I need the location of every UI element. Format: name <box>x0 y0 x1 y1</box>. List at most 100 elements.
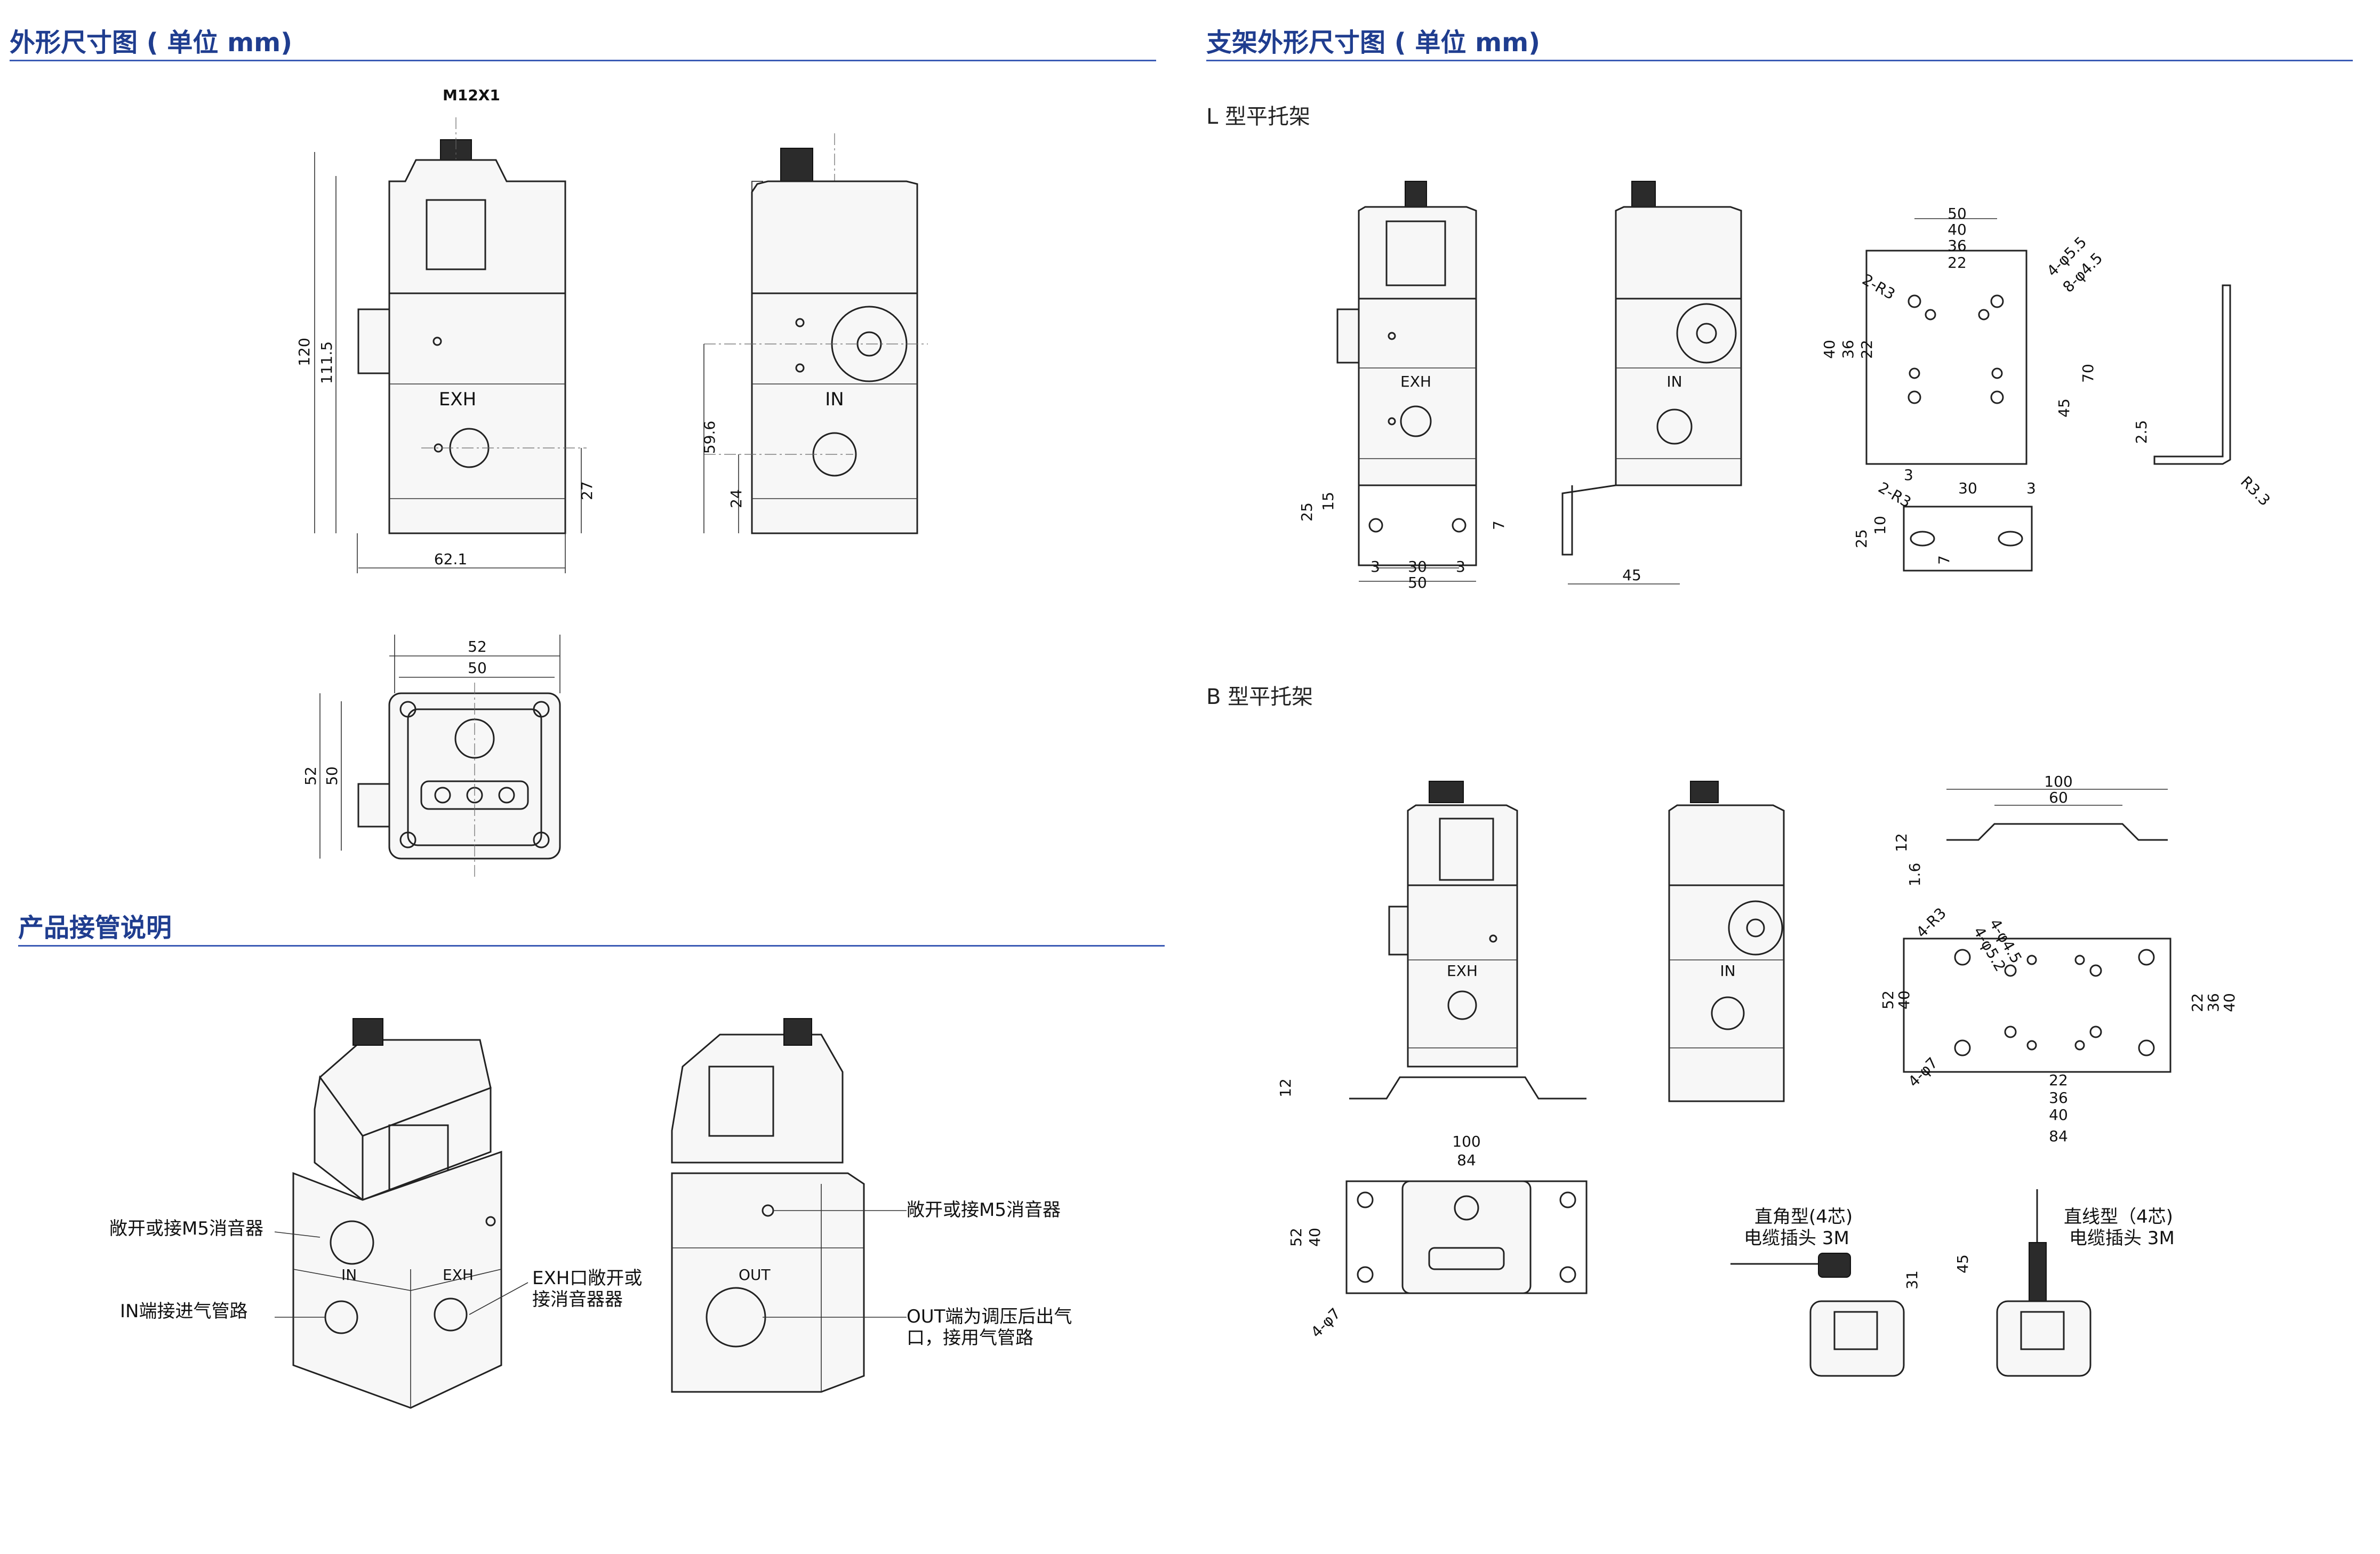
l-dim-50: 50 <box>1408 574 1427 591</box>
front-window <box>426 199 486 270</box>
l-side-7: 7 <box>1935 555 1953 565</box>
l-side-25: 25 <box>1853 529 1870 548</box>
l-bracket-plate <box>1358 484 1477 566</box>
b-profile-100: 100 <box>2044 773 2072 790</box>
b-front-12: 12 <box>1277 1078 1294 1098</box>
side-head <box>751 180 918 294</box>
b-base-40: 40 <box>1306 1228 1324 1247</box>
b-profile-1-6: 1.6 <box>1906 863 1924 887</box>
l-bracket-title: L 型平托架 <box>1206 105 1310 129</box>
piping-rule <box>18 945 1165 947</box>
b-base-52: 52 <box>1287 1228 1305 1247</box>
left-iso-body <box>292 1150 502 1409</box>
piping-right-iso: OUT 敞开或接M5消音器 OUT端为调压后出气 口，接用气管路 <box>671 1018 1072 1393</box>
front-view: M12X1 EXH 120 111.5 27 62.1 <box>295 86 596 573</box>
m12-label: M12X1 <box>443 86 500 104</box>
note-mute2: 敞开或接M5消音器 <box>907 1199 1061 1221</box>
straight-plug <box>2029 1242 2047 1302</box>
cable-45: 45 <box>1954 1254 1972 1273</box>
note-out-l2: 口，接用气管路 <box>907 1327 1033 1349</box>
b-plate-v36: 36 <box>2205 993 2222 1012</box>
note-exh-mute-l2: 接消音器器 <box>532 1289 623 1310</box>
b-plate-top <box>1903 938 2171 1073</box>
l-side-3b: 3 <box>2026 479 2036 497</box>
b-plate-22: 22 <box>2049 1071 2068 1089</box>
b-in-label: IN <box>1720 962 1735 980</box>
l-profile-r3-3: R3.3 <box>2237 473 2274 510</box>
l-profile <box>2153 284 2231 465</box>
l-bracket-drawing: EXH 50 30 3 3 25 15 7 IN 45 <box>1298 181 2274 591</box>
angle-plug <box>1818 1253 1851 1278</box>
l-dim-30: 30 <box>1408 558 1427 575</box>
l-dim-15: 15 <box>1319 492 1337 511</box>
cable-angle-l1: 直角型(4芯) <box>1754 1206 1853 1228</box>
dim-59-6: 59.6 <box>701 421 718 454</box>
dim-top-50: 50 <box>468 659 487 677</box>
l-plate-v22: 22 <box>1858 340 1876 359</box>
dim-top-52: 52 <box>468 638 487 655</box>
exh-label: EXH <box>439 389 476 410</box>
b-profile-60: 60 <box>2049 789 2068 806</box>
l-plate-r3: 2-R3 <box>1860 270 1898 303</box>
b-base-100: 100 <box>1452 1133 1480 1150</box>
cable-31: 31 <box>1903 1270 1921 1289</box>
l-in-label: IN <box>1666 373 1682 390</box>
outline-title: 外形尺寸图 ( 单位 mm) <box>10 28 293 58</box>
b-bracket-front <box>1349 1076 1586 1100</box>
b-base-phi7: 4-φ7 <box>1308 1304 1344 1341</box>
l-side-30: 30 <box>1958 479 1977 497</box>
b-plate-v52: 52 <box>1879 990 1897 1010</box>
top-view: 52 50 52 50 <box>302 635 561 880</box>
l-dim-3a: 3 <box>1371 558 1380 575</box>
side-connector <box>780 148 813 182</box>
note-mute1: 敞开或接M5消音器 <box>109 1218 263 1239</box>
b-base-84: 84 <box>1457 1151 1476 1169</box>
l-plate-side <box>1903 506 2033 572</box>
outline-rule <box>10 60 1156 61</box>
b-plate-r3: 4-R3 <box>1913 904 1950 941</box>
l-plate-v45: 45 <box>2055 398 2073 418</box>
l-dim-3b: 3 <box>1456 558 1465 575</box>
front-head <box>388 159 566 294</box>
l-plate-v70: 70 <box>2079 364 2097 383</box>
note-out-l1: OUT端为调压后出气 <box>907 1306 1072 1327</box>
b-plate-84: 84 <box>2049 1127 2068 1145</box>
dim-side-50: 50 <box>323 766 341 786</box>
piping-title: 产品接管说明 <box>18 913 172 943</box>
note-in-pipe: IN端接进气管路 <box>120 1301 247 1322</box>
l-profile-2-5: 2.5 <box>2133 420 2150 444</box>
l-side-3a: 3 <box>1904 466 1913 484</box>
cable-drawings: 直角型(4芯) 电缆插头 3M 31 45 直线型（4芯) 电缆插头 3M <box>1730 1189 2175 1377</box>
b-plate-40: 40 <box>2049 1106 2068 1124</box>
side-view: IN 59.6 24 <box>701 133 928 534</box>
dim-62-1: 62.1 <box>434 550 467 568</box>
l-exh-label: EXH <box>1400 373 1431 390</box>
side-body <box>751 292 918 534</box>
cable-straight-l1: 直线型（4芯) <box>2064 1206 2173 1228</box>
bracket-title: 支架外形尺寸图 ( 单位 mm) <box>1206 28 1541 58</box>
b-exh-label: EXH <box>1447 962 1478 980</box>
piping-left-iso: IN EXH 敞开或接M5消音器 IN端接进气管路 EXH口敞开或 接消音器器 <box>109 1018 642 1409</box>
l-dim-7: 7 <box>1490 520 1508 530</box>
b-profile-12: 12 <box>1893 833 1910 852</box>
right-iso-body <box>671 1172 865 1393</box>
l-side-10: 10 <box>1871 516 1889 535</box>
dim-24: 24 <box>727 489 745 508</box>
iso-exh-label: EXH <box>443 1266 474 1284</box>
note-exh-mute-l1: EXH口敞开或 <box>532 1268 642 1289</box>
l-dim-45: 45 <box>1622 566 1641 584</box>
b-plate-v40r: 40 <box>2221 993 2238 1012</box>
b-plate-v22: 22 <box>2189 993 2206 1012</box>
iso-out-label: OUT <box>739 1266 771 1284</box>
b-profile <box>1946 823 2168 841</box>
b-bracket-title: B 型平托架 <box>1206 685 1313 709</box>
front-body <box>388 292 566 534</box>
l-plate-top <box>1865 250 2028 465</box>
cable-straight-l2: 电缆插头 3M <box>2069 1228 2175 1249</box>
l-dim-25: 25 <box>1298 502 1316 522</box>
b-plate-36: 36 <box>2049 1089 2068 1107</box>
l-plate-v36: 36 <box>1839 340 1857 359</box>
dim-27: 27 <box>578 481 596 500</box>
dim-111-5: 111.5 <box>318 341 335 384</box>
